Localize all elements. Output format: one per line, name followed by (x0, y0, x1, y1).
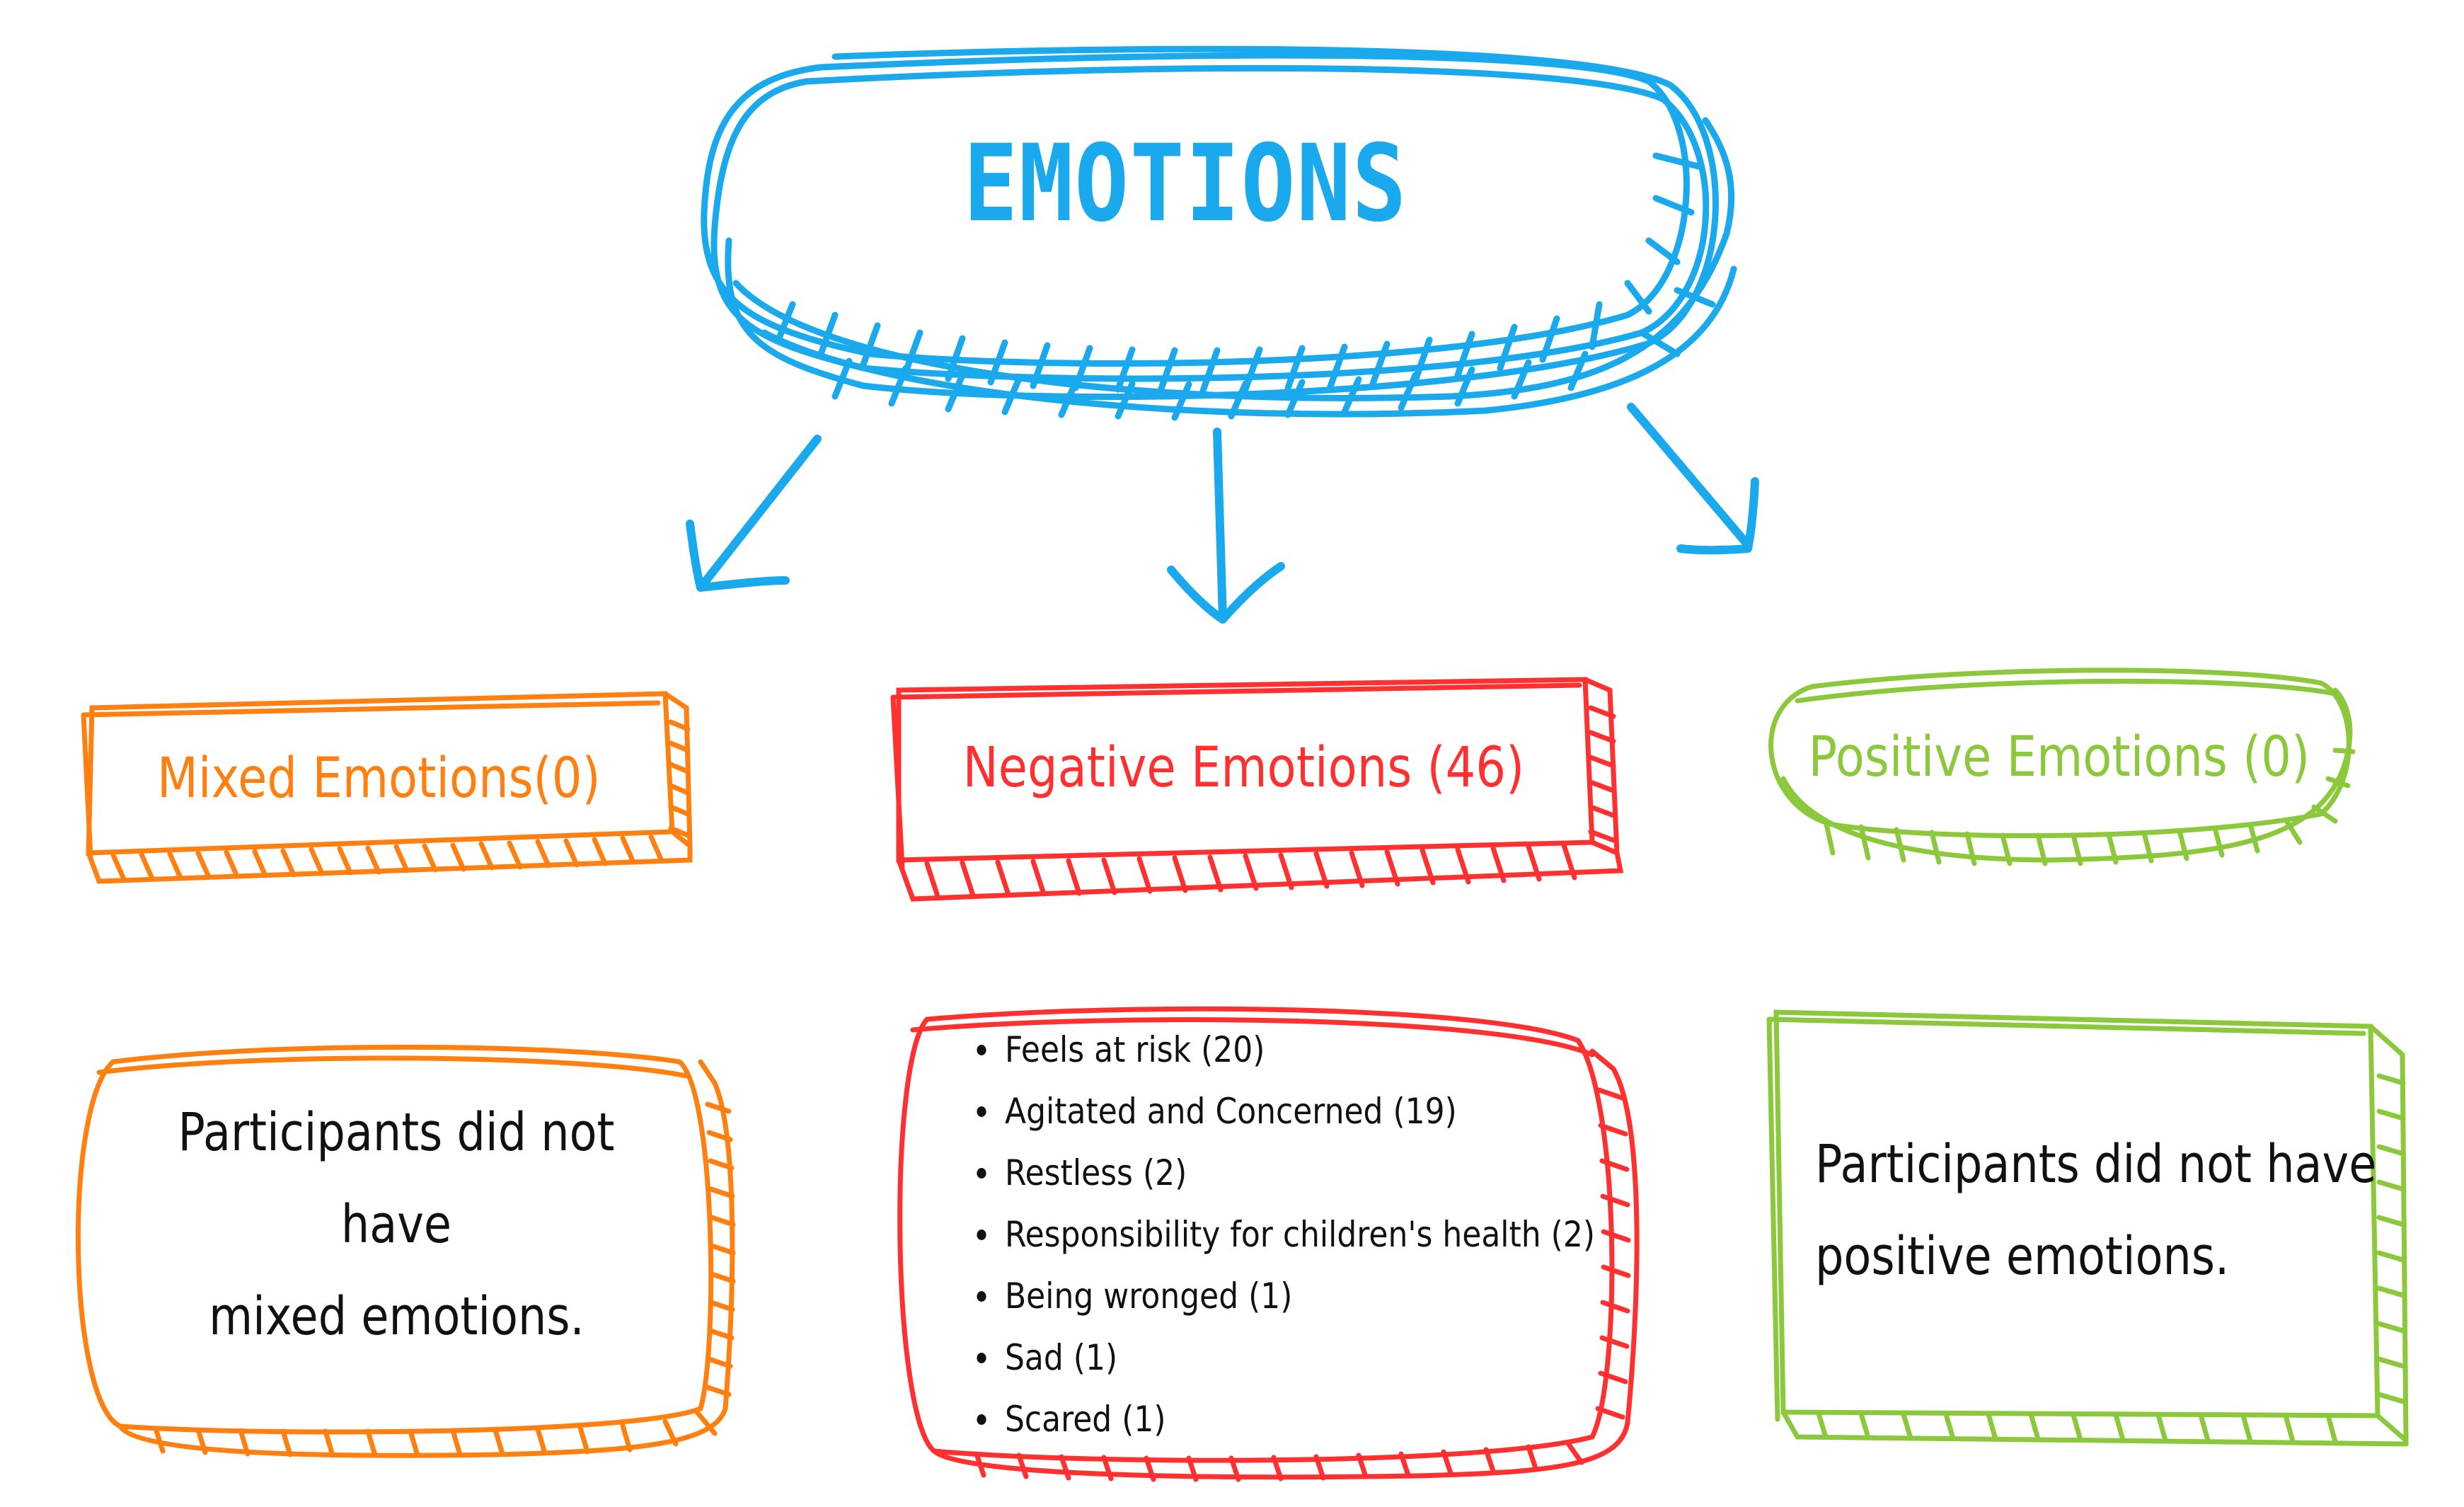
mixed-desc-line2: mixed emotions. (208, 1286, 585, 1347)
arrow-center (1167, 428, 1285, 624)
mixed-emotions-label: Mixed Emotions(0) (156, 747, 601, 810)
negative-emotions-label: Negative Emotions (46) (962, 736, 1525, 800)
list-item: Responsibility for children's health (2) (977, 1204, 1595, 1266)
positive-desc-line1: Participants did not have (1815, 1134, 2377, 1195)
list-item: Being wronged (1) (977, 1266, 1595, 1327)
positive-header-box (1768, 667, 2356, 866)
positive-emotions-label: Positive Emotions (0) (1808, 726, 2310, 789)
diagram-title: EMOTIONS (963, 122, 1407, 246)
positive-desc-line2: positive emotions. (1815, 1226, 2230, 1287)
arrows (686, 403, 1759, 624)
title-pill (701, 45, 1737, 421)
negative-emotions-list: Feels at risk (20) Agitated and Concerne… (962, 1019, 1676, 1450)
list-item: Restless (2) (977, 1142, 1595, 1204)
positive-desc-box (1766, 1009, 2409, 1447)
list-item: Agitated and Concerned (19) (977, 1081, 1595, 1142)
mixed-header-box (81, 691, 693, 884)
negative-header-box (890, 677, 1624, 902)
mixed-desc-box (75, 1044, 736, 1458)
list-item: Scared (1) (977, 1389, 1595, 1450)
mixed-desc-line1: Participants did not have (178, 1102, 615, 1255)
negative-list-box (897, 1006, 1640, 1482)
list-item: Feels at risk (20) (977, 1019, 1595, 1081)
arrow-left (686, 435, 822, 592)
arrow-right (1627, 403, 1759, 555)
list-item: Sad (1) (977, 1327, 1595, 1389)
